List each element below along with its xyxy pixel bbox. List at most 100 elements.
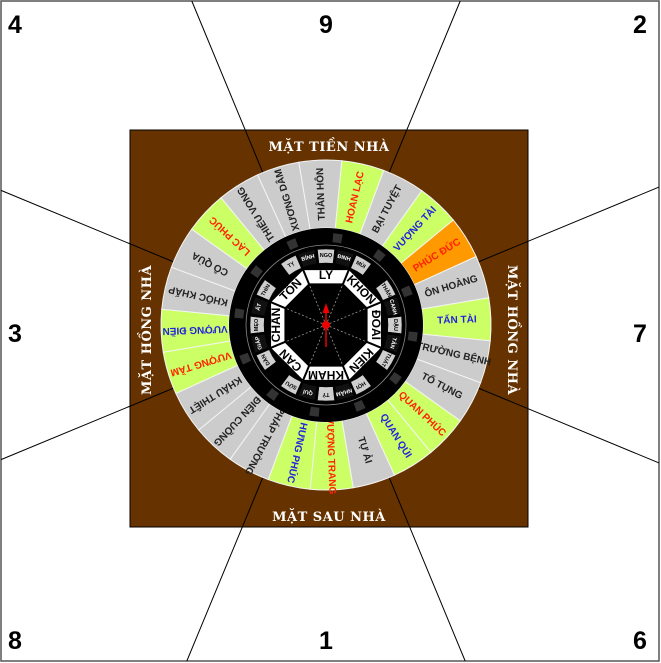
mountain-label: TÂN xyxy=(388,337,398,350)
ring-mark xyxy=(373,249,386,262)
trigram-label: CHẤN xyxy=(268,308,283,343)
ring-mark xyxy=(286,238,299,251)
ring-mark xyxy=(309,233,320,244)
mountain-cell xyxy=(387,316,403,334)
mountain-cell xyxy=(383,333,402,354)
zone-number-s: 1 xyxy=(319,627,333,655)
center-dashed-line xyxy=(325,324,366,342)
ring-mark xyxy=(234,308,245,319)
mountain-cell xyxy=(266,363,288,385)
zone-number-nw: 4 xyxy=(8,11,22,39)
mountain-cell xyxy=(297,249,318,268)
mountain-label: TÝ xyxy=(322,391,329,398)
center-dashed-line xyxy=(309,285,327,326)
ring-mark xyxy=(353,399,366,412)
zone-number-w: 3 xyxy=(8,320,22,348)
trigram-label: ĐOÀI xyxy=(369,310,384,340)
ring-mark xyxy=(286,399,299,412)
mountain-label: ĐINH xyxy=(337,254,352,263)
bagua-divider xyxy=(366,340,382,349)
ring-line xyxy=(245,244,407,406)
mountain-label: MẸO xyxy=(254,318,260,331)
ring-mark xyxy=(407,308,418,319)
center-dashed-line xyxy=(325,308,366,326)
center-dashed-line xyxy=(325,324,343,365)
bagua-divider xyxy=(341,365,350,381)
mountain-label: MÙI xyxy=(355,259,368,270)
segment-label: TẤN TÀI xyxy=(437,312,477,326)
ring-mark xyxy=(250,265,263,278)
mountain-label: NHÂM xyxy=(335,387,353,398)
back-side-label: MẶT SAU NHÀ xyxy=(272,508,386,525)
sector-line xyxy=(0,385,179,461)
mountain-cell xyxy=(383,296,402,317)
ring-mark xyxy=(389,265,402,278)
zone-number-ne: 2 xyxy=(633,11,647,39)
trigram-label: KHẢM xyxy=(308,368,344,383)
bagua-divider xyxy=(302,269,311,285)
mountain-cell xyxy=(375,279,397,301)
ring-mark xyxy=(400,285,413,298)
needle-pivot xyxy=(322,321,330,329)
mountain-cell xyxy=(250,296,269,317)
segment-label: VƯỢNG TRANG xyxy=(324,417,338,494)
mountain-cell xyxy=(375,349,397,371)
mountain-cell xyxy=(334,249,355,268)
mountain-label: DẬU xyxy=(392,319,399,331)
mountain-cell xyxy=(297,382,318,401)
center-dashed-line xyxy=(286,308,327,326)
zone-number-se: 6 xyxy=(633,627,647,655)
mountain-cell xyxy=(255,349,277,371)
sector-line xyxy=(473,186,660,265)
mountain-label: BÍNH xyxy=(300,252,315,263)
sector-line xyxy=(0,189,179,265)
zone-number-sw: 8 xyxy=(8,627,22,655)
sector-line xyxy=(186,472,266,662)
mountain-label: GIÁP xyxy=(254,335,264,350)
ring-mark xyxy=(373,388,386,401)
bagua-divider xyxy=(302,365,311,381)
mountain-cell xyxy=(266,265,288,287)
left-side-label: MẶT HỒNG NHÀ xyxy=(137,265,155,395)
right-side-label: MẶT HỒNG NHÀ xyxy=(504,265,522,395)
mountain-cell xyxy=(255,279,277,301)
bagua-divider xyxy=(270,340,286,349)
ring-mark xyxy=(239,352,252,365)
mountain-cell xyxy=(317,386,335,402)
center-dashed-line xyxy=(325,285,343,326)
sector-line xyxy=(473,385,660,464)
mountain-cell xyxy=(334,382,355,401)
mountain-cell xyxy=(317,248,335,264)
trigram-label: LY xyxy=(319,268,333,282)
segment-label: VƯỢNG ĐIỀN xyxy=(162,323,228,338)
mountain-cell xyxy=(280,374,302,396)
mountain-label: QUÍ xyxy=(302,387,314,397)
ring-mark xyxy=(400,352,413,365)
mountain-cell xyxy=(350,374,372,396)
bagua-divider xyxy=(366,301,382,310)
ring-mark xyxy=(332,233,343,244)
ring-mark xyxy=(250,372,263,385)
sector-line xyxy=(191,0,266,178)
mountain-label: TỴ xyxy=(287,261,296,270)
mountain-cell xyxy=(364,363,386,385)
bagua-divider xyxy=(341,269,350,285)
mountain-cell xyxy=(250,333,269,354)
bagua-divider xyxy=(270,301,286,310)
mountain-label: HỢI xyxy=(354,380,366,391)
segment-label: THÂN HÔN xyxy=(313,168,328,221)
center-dashed-line xyxy=(286,324,327,342)
zone-number-n: 9 xyxy=(319,11,333,39)
zone-number-e: 7 xyxy=(633,320,647,348)
ring-mark xyxy=(332,406,343,417)
mountain-cell xyxy=(364,265,386,287)
mountain-cell xyxy=(280,254,302,276)
mountain-cell xyxy=(249,316,265,334)
sector-line xyxy=(386,472,466,662)
mountain-cell xyxy=(350,254,372,276)
sector-line xyxy=(386,0,461,178)
ring-mark xyxy=(407,331,418,342)
ring-mark xyxy=(353,238,366,251)
